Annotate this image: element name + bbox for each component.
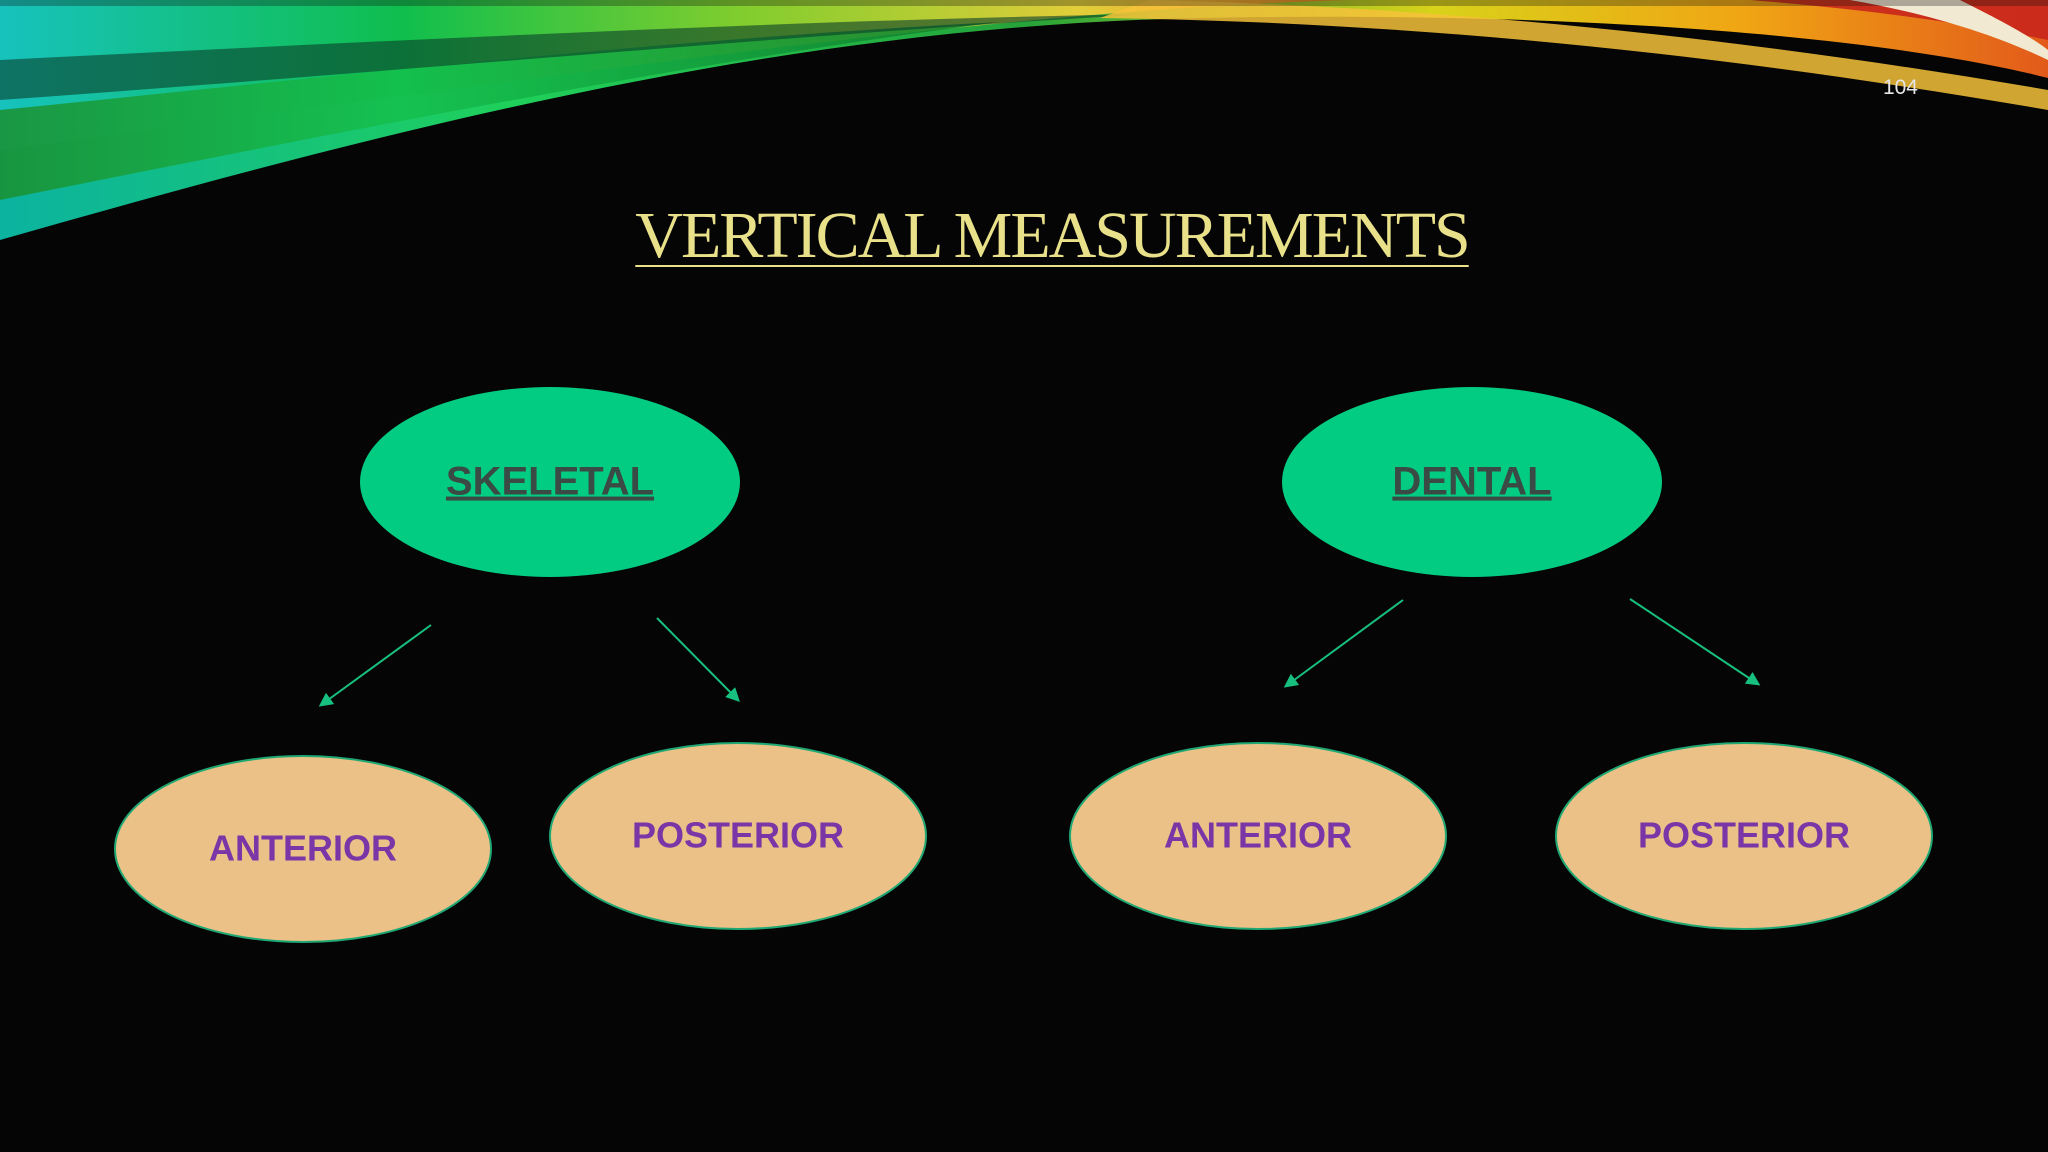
child-node-dental-anterior xyxy=(1069,742,1447,930)
slide-title-text: VERTICAL MEASUREMENTS xyxy=(635,199,1470,272)
parent-label-dental: DENTAL xyxy=(1392,460,1551,504)
arrow-dental-posterior xyxy=(1629,598,1761,686)
decorative-banner xyxy=(0,0,2048,240)
child-node-skeletal-posterior xyxy=(549,742,927,930)
slide-title: VERTICAL MEASUREMENTS xyxy=(0,198,2048,274)
parent-node-skeletal xyxy=(360,387,740,577)
child-label-skeletal-posterior: POSTERIOR xyxy=(632,815,844,856)
child-label-skeletal-anterior: ANTERIOR xyxy=(209,828,397,869)
page-number: 104 xyxy=(1882,76,1918,99)
child-label-dental-posterior: POSTERIOR xyxy=(1638,815,1850,856)
child-node-skeletal-anterior xyxy=(114,755,492,943)
arrow-skeletal-posterior xyxy=(656,617,740,702)
arrow-dental-anterior xyxy=(1283,599,1404,688)
child-node-dental-posterior xyxy=(1555,742,1933,930)
arrow-skeletal-anterior xyxy=(318,624,432,707)
group-skeletal: SKELETAL ANTERIOR POSTERIOR xyxy=(114,387,927,943)
group-dental: DENTAL ANTERIOR POSTERIOR xyxy=(1069,387,1933,930)
parent-label-skeletal: SKELETAL xyxy=(446,460,654,504)
parent-node-dental xyxy=(1282,387,1662,577)
child-label-dental-anterior: ANTERIOR xyxy=(1164,815,1352,856)
